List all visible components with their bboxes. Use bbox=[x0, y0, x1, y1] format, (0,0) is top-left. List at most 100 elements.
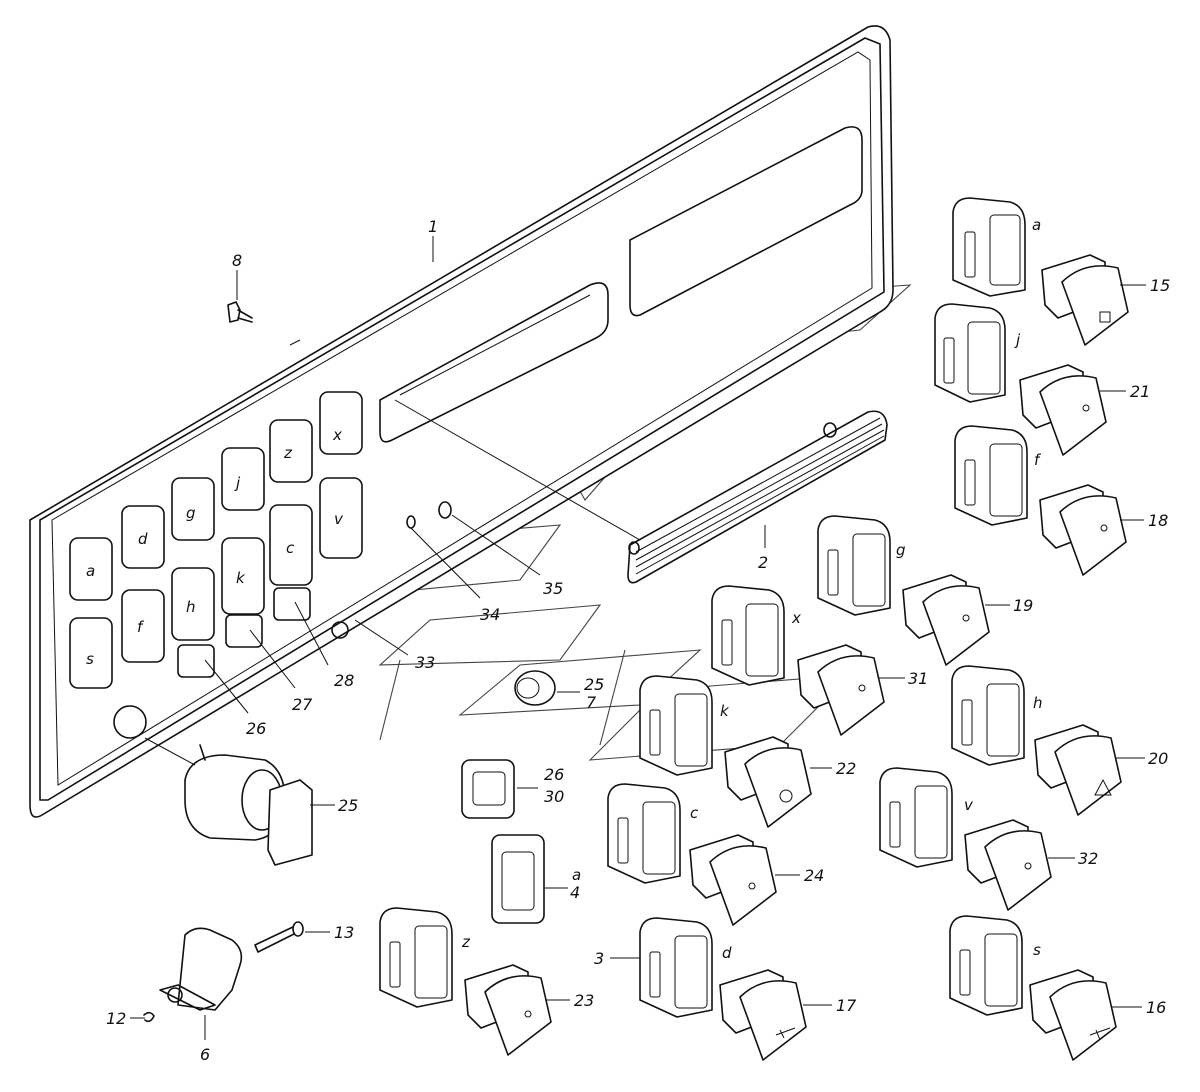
callout-8: 8 bbox=[232, 251, 242, 270]
lamp-28 bbox=[273, 587, 311, 621]
rocker-18 bbox=[1039, 484, 1127, 576]
callout-15: 15 bbox=[1150, 276, 1170, 295]
callout-16: 16 bbox=[1146, 998, 1166, 1017]
rocker-23 bbox=[464, 964, 552, 1056]
panel-key-s bbox=[69, 617, 113, 689]
panel-key-s-label: s bbox=[86, 650, 94, 668]
panel-key-f bbox=[121, 589, 165, 663]
panel-key-z bbox=[269, 419, 313, 483]
callout-19: 19 bbox=[1013, 596, 1033, 615]
panel-keys: a d g j z x s f h k c v bbox=[69, 391, 363, 689]
rocker-19 bbox=[902, 574, 990, 666]
screw-8 bbox=[227, 301, 253, 323]
housing-s bbox=[949, 915, 1023, 1016]
housing-d bbox=[639, 917, 713, 1018]
callout-13: 13 bbox=[334, 923, 354, 942]
callout-35: 35 bbox=[543, 579, 563, 598]
panel-key-f-label: f bbox=[137, 618, 145, 636]
letter-c: c bbox=[690, 804, 699, 822]
rocker-switches bbox=[464, 254, 1129, 1061]
letter-f: f bbox=[1034, 451, 1042, 469]
housing-j bbox=[934, 303, 1006, 403]
letter-d: d bbox=[722, 944, 732, 962]
callout-6: 6 bbox=[200, 1045, 210, 1064]
clip-12 bbox=[143, 1011, 155, 1023]
housing-h bbox=[951, 665, 1025, 766]
panel-key-k bbox=[221, 537, 265, 615]
callout-3: 3 bbox=[594, 949, 604, 968]
rocker-32 bbox=[964, 819, 1052, 911]
callout-34: 34 bbox=[480, 605, 500, 624]
callout-18: 18 bbox=[1148, 511, 1168, 530]
letter-h: h bbox=[1033, 694, 1043, 712]
lamp-26 bbox=[177, 644, 215, 678]
frame-4 bbox=[491, 834, 545, 924]
housing-v bbox=[879, 767, 953, 868]
panel-key-d-label: d bbox=[138, 530, 148, 548]
bracket-6 bbox=[159, 927, 243, 1011]
panel-key-x-label: x bbox=[332, 426, 342, 444]
key-switch-25 bbox=[184, 744, 313, 866]
rocker-15 bbox=[1041, 254, 1129, 346]
callout-17: 17 bbox=[836, 996, 857, 1015]
letter-x: x bbox=[791, 609, 801, 627]
letter-g: g bbox=[896, 541, 906, 559]
panel-key-h bbox=[171, 567, 215, 641]
callout-numbers: 1 2 3 4 6 7 8 12 13 15 16 17 18 19 20 21… bbox=[106, 217, 1170, 1064]
callout-27: 27 bbox=[292, 695, 313, 714]
letter-k: k bbox=[720, 702, 730, 720]
housing-z bbox=[379, 907, 453, 1008]
callout-25-keyswitch: 25 bbox=[338, 796, 358, 815]
callout-25-button: 25 bbox=[584, 675, 604, 694]
panel-key-g bbox=[171, 477, 215, 541]
frame-26-30 bbox=[461, 759, 515, 819]
housing-k bbox=[639, 675, 713, 776]
panel-key-g-label: g bbox=[186, 504, 196, 522]
instrument-panel bbox=[29, 25, 894, 818]
letter-j: j bbox=[1014, 331, 1021, 349]
rail-part-2 bbox=[627, 410, 888, 584]
letter-a-frame: a bbox=[572, 866, 581, 884]
panel-key-z-label: z bbox=[283, 444, 293, 462]
letter-z: z bbox=[461, 933, 471, 951]
rocker-31 bbox=[797, 644, 885, 736]
callout-26-frame: 26 bbox=[544, 765, 564, 784]
rocker-22 bbox=[724, 736, 812, 828]
panel-key-h-label: h bbox=[186, 598, 196, 616]
rocker-20 bbox=[1034, 724, 1122, 816]
letter-s: s bbox=[1033, 941, 1041, 959]
callout-1: 1 bbox=[428, 217, 438, 236]
housing-f bbox=[954, 425, 1028, 526]
callout-26-lamp: 26 bbox=[246, 719, 266, 738]
housing-a bbox=[952, 197, 1026, 297]
rocker-16 bbox=[1029, 969, 1117, 1061]
panel-key-v bbox=[319, 477, 363, 559]
rocker-24 bbox=[689, 834, 777, 926]
panel-key-a bbox=[69, 537, 113, 601]
callout-32: 32 bbox=[1078, 849, 1098, 868]
panel-key-v-label: v bbox=[334, 510, 344, 528]
panel-key-a-label: a bbox=[86, 562, 95, 580]
letter-a-top: a bbox=[1032, 216, 1041, 234]
callout-4: 4 bbox=[570, 883, 580, 902]
callout-30: 30 bbox=[544, 787, 564, 806]
switch-letter-labels: a j f g x k h c v z d s a bbox=[461, 216, 1043, 962]
panel-key-x bbox=[319, 391, 363, 455]
housing-c bbox=[607, 783, 681, 884]
pin-13 bbox=[254, 921, 304, 953]
leader-lines bbox=[130, 236, 1146, 1040]
letter-v: v bbox=[964, 796, 974, 814]
callout-20: 20 bbox=[1148, 749, 1168, 768]
panel-key-j bbox=[221, 447, 265, 511]
callout-21: 21 bbox=[1130, 382, 1150, 401]
callout-23: 23 bbox=[574, 991, 594, 1010]
callout-12: 12 bbox=[106, 1009, 126, 1028]
lamp-27 bbox=[225, 614, 263, 648]
rocker-21 bbox=[1019, 364, 1107, 456]
panel-key-k-label: k bbox=[236, 569, 246, 587]
switch-housings bbox=[379, 197, 1028, 1018]
callout-33: 33 bbox=[415, 653, 435, 672]
housing-x bbox=[711, 585, 785, 686]
callout-28: 28 bbox=[334, 671, 354, 690]
